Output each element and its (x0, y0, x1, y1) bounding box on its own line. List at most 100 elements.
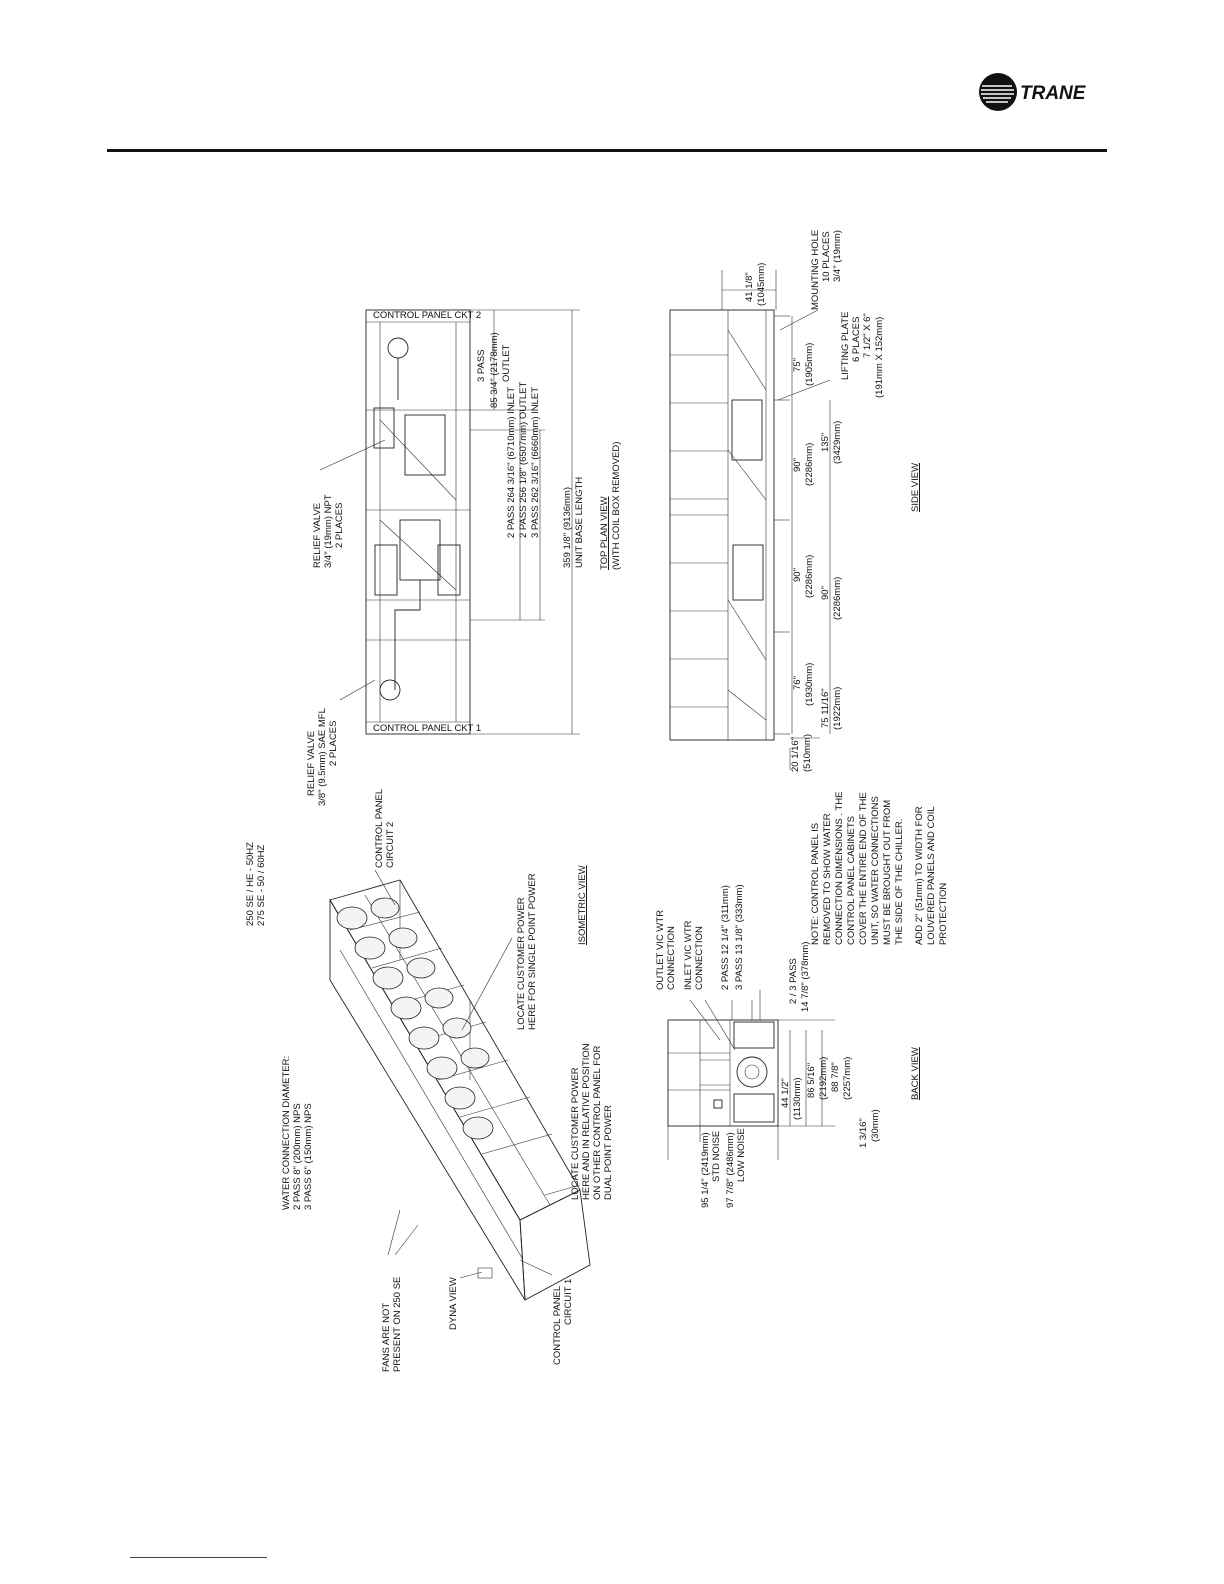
back-panel-icon (713, 1099, 723, 1109)
top-plan-view-title: TOP PLAN VIEW (599, 496, 610, 570)
dim-88-mm: (2257mm) (842, 1057, 853, 1100)
height-std-line1: 95 1/4" (2419mm) (700, 1132, 711, 1208)
outlet-line2: CONNECTION (666, 926, 677, 990)
notes: NOTE: CONTROL PANEL IS REMOVED TO SHOW W… (810, 792, 949, 945)
top-evaporator-upper (404, 414, 446, 476)
pass2-dim: 2 PASS 12 1/4" (311mm) (720, 885, 731, 990)
fan-icon (354, 936, 386, 960)
top-pipe-outlet-icon (387, 337, 409, 359)
top-piping (394, 358, 421, 690)
cp1-line1: CONTROL PANEL (552, 1286, 563, 1365)
side-view-title: SIDE VIEW (910, 463, 921, 512)
dim-75b: 75 11/16" (820, 688, 831, 728)
dim-2pass-inlet: 2 PASS 264 3/16" (6710mm) INLET (506, 387, 517, 538)
iso-fan-row-1 (336, 906, 494, 1140)
top-pipe-inlet-icon (379, 679, 401, 701)
base-length-line2: UNIT BASE LENGTH (574, 477, 585, 568)
cp2-line1: CONTROL PANEL (374, 789, 385, 868)
dim-90a: 90" (792, 458, 803, 472)
dim-90c: 90" (820, 586, 831, 600)
dim-75b-mm: (1922mm) (832, 687, 843, 730)
iso-fan-row-2 (370, 897, 490, 1069)
fan-icon (336, 906, 368, 930)
side-view-outline (669, 309, 775, 741)
note1-line: REMOVED TO SHOW WATER (822, 813, 833, 945)
fan-icon (390, 996, 422, 1020)
note1-line: CONNECTION DIMENSIONS . THE (834, 792, 845, 945)
relief-sae-line2: 3/8" (9.5mm) SAE MFL (317, 708, 328, 806)
back-view: OUTLET VIC WTR CONNECTION INLET VIC WTR … (655, 884, 921, 1208)
fan-icon (406, 957, 436, 979)
side-compressor-2 (732, 544, 764, 601)
dim-1: 1 3/16" (858, 1118, 869, 1148)
fans-note-line1: FANS ARE NOT (381, 1303, 392, 1372)
height-low-line1: 97 7/8" (2486mm) (725, 1132, 736, 1208)
fans-note-line2: PRESENT ON 250 SE (392, 1277, 403, 1372)
dim-90c-mm: (2286mm) (832, 577, 843, 620)
isometric-view: WATER CONNECTION DIAMETER: 2 PASS 8" (20… (245, 789, 614, 1372)
back-fan-hub-icon (744, 1064, 760, 1080)
footer-link-rule (130, 1557, 267, 1558)
back-view-title: BACK VIEW (910, 1047, 921, 1100)
dim-75: 75" (792, 358, 803, 372)
inlet-line2: CONNECTION (694, 926, 705, 990)
dyna-view-display (477, 1267, 493, 1279)
water-conn-2pass: 2 PASS 8" (200mm) NPS (292, 1103, 303, 1210)
mounting-line1: MOUNTING HOLE (810, 230, 821, 310)
top-evaporator-lower (399, 519, 441, 581)
fan-icon (424, 987, 454, 1009)
back-fan-icon (736, 1056, 768, 1088)
dim-135: 135" (820, 433, 831, 452)
note1-line: THE SIDE OF THE CHILLER. (894, 818, 905, 945)
models-line2: 275 SE - 50 / 60HZ (256, 844, 267, 926)
mounting-line2: 10 PLACES (821, 231, 832, 282)
dual-power-line1: LOCATE CUSTOMER POWER (570, 1067, 581, 1200)
mounting-line3: 3/4" (19mm) (832, 230, 843, 282)
pass3-outlet-line3: OUTLET (501, 344, 512, 382)
dim-86: 86 5/16" (806, 1063, 817, 1098)
note1-line: COVER THE ENTIRE END OF THE (858, 792, 869, 945)
fan-icon (426, 1056, 458, 1080)
cp-ckt2-label: CONTROL PANEL CKT 2 (373, 310, 481, 321)
outlet-line1: OUTLET VIC WTR (655, 910, 666, 990)
header-rule (107, 149, 1107, 152)
fan-icon (444, 1086, 476, 1110)
dim-75-mm: (1905mm) (804, 343, 815, 386)
back-box-lower (733, 1093, 775, 1123)
fan-icon (408, 1026, 440, 1050)
isometric-view-title: ISOMETRIC VIEW (577, 865, 588, 945)
width-line1: 41 1/8" (744, 272, 755, 302)
fan-icon (388, 927, 418, 949)
lifting-line4: (191mm X 152mm) (874, 317, 885, 398)
side-view: MOUNTING HOLE 10 PLACES 3/4" (19mm) LIFT… (669, 230, 921, 772)
water-conn-title: WATER CONNECTION DIAMETER: (281, 1056, 292, 1210)
top-plan-view: CONTROL PANEL CKT 2 CONTROL PANEL CKT 1 … (306, 309, 622, 806)
top-plan-view-subtitle: (WITH COIL BOX REMOVED) (611, 442, 622, 570)
models-line1: 250 SE / HE - 50HZ (245, 842, 256, 926)
iso-side-face (519, 1189, 591, 1301)
top-compressor-1 (373, 407, 395, 449)
note1-line: MUST BE BROUGHT OUT FROM (882, 800, 893, 945)
fan-icon (442, 1017, 472, 1039)
top-plan-outline (365, 309, 471, 735)
single-power-line1: LOCATE CUSTOMER POWER (516, 897, 527, 1030)
top-compressor-3 (437, 544, 461, 596)
cp-ckt1-label: CONTROL PANEL CKT 1 (373, 723, 481, 734)
back-box-upper (733, 1021, 775, 1049)
height-std-line2: STD NOISE (711, 1131, 722, 1182)
trane-logo-mark: TRANE (979, 73, 1087, 111)
relief-sae-line3: 2 PLACES (328, 721, 339, 766)
pass3-outlet-line1: 3 PASS (476, 349, 487, 382)
water-conn-3pass: 3 PASS 6" (150mm) NPS (303, 1103, 314, 1210)
single-power-line2: HERE FOR SINGLE POINT POWER (527, 873, 538, 1030)
dim-44: 44 1/2" (780, 1078, 791, 1108)
pass3-dim: 3 PASS 13 1/8" (333mm) (734, 884, 745, 990)
relief-npt-line2: 3/4" (19mm) NPT (323, 494, 334, 568)
height-low-line2: LOW NOISE (736, 1128, 747, 1182)
note1-line: CONTROL PANEL CABINETS (846, 816, 857, 945)
dim-44-mm: (1130mm) (792, 1077, 803, 1120)
dim-90b: 90" (792, 568, 803, 582)
iso-front-face (329, 898, 526, 1301)
dim-135-mm: (3429mm) (832, 421, 843, 464)
